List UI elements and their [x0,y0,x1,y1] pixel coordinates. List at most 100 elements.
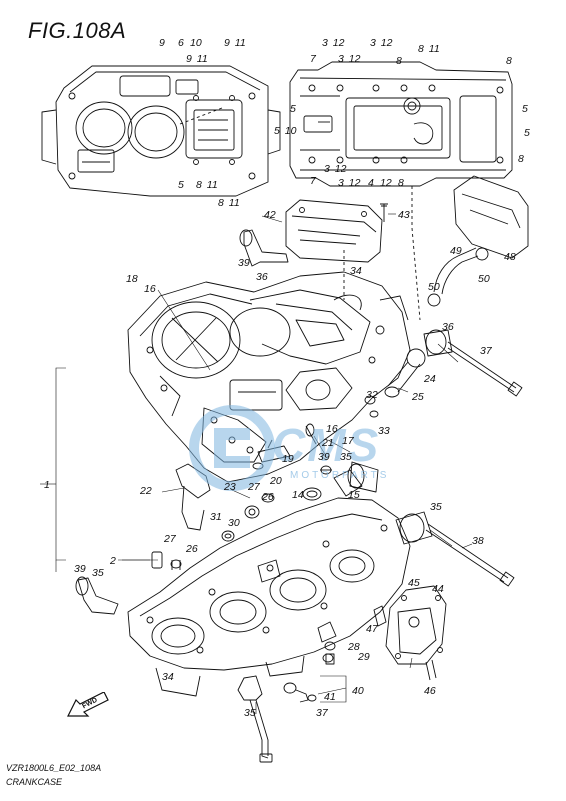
callout-23: 23 [224,481,236,493]
callout-3-12d: 3 12 [324,163,347,175]
callout-50a: 50 [478,273,490,285]
callout-16a: 16 [144,283,156,295]
callout-37b: 37 [316,707,328,719]
callout-43: 43 [398,209,410,221]
callout-36b: 36 [442,321,454,333]
watermark-logo [189,405,275,491]
callout-39b: 39 [318,451,330,463]
callout-8d: 8 [398,177,404,189]
callout-21: 21 [322,437,334,449]
callout-5b: 5 [290,103,296,115]
callout-19: 19 [282,453,294,465]
callout-28: 28 [348,641,360,653]
callout-3-12a: 3 12 [322,37,345,49]
callout-9-11b: 9 11 [186,53,208,65]
callout-14: 14 [292,489,304,501]
callout-26a: 26 [262,491,274,503]
callout-38: 38 [472,535,484,547]
callout-34a: 34 [350,265,362,277]
reference-leader-lines [179,107,421,321]
callout-8-11b: 8 11 [218,197,240,209]
watermark-brand: CMS [272,419,381,471]
callout-24: 24 [424,373,436,385]
callout-35b: 35 [430,501,442,513]
callout-37a: 37 [480,345,492,357]
lower-case-top-view [289,61,513,187]
upper-case-top-view [41,65,281,197]
clutch-side-cover [373,585,447,681]
callout-3-12b: 3 12 [338,53,361,65]
callout-9-11a: 9 11 [224,37,246,49]
callout-17: 17 [342,435,354,447]
callout-31: 31 [210,511,222,523]
callout-42: 42 [264,209,276,221]
breather-cover [285,199,388,263]
callout-5a: 5 [178,179,184,191]
figure-code: VZR1800L6_E02_108A [6,763,102,773]
callout-26b: 26 [186,543,198,555]
callout-20: 20 [270,475,282,487]
callout-5-10: 5 10 [274,125,297,137]
callout-15: 15 [348,489,360,501]
lower-crankcase [127,497,411,697]
callout-7b: 7 [310,175,316,187]
callout-44: 44 [432,583,444,595]
callout-10a: 10 [190,37,202,49]
callout-49: 49 [450,245,462,257]
callout-34b: 34 [162,671,174,683]
figure-title: FIG.108A [28,18,127,43]
callout-45: 45 [408,577,420,589]
callout-27b: 27 [164,533,176,545]
callout-41: 41 [324,691,336,703]
callout-3-12e: 3 12 [338,177,361,189]
drain-plug-and-switch [283,641,336,703]
callout-36a: 36 [256,271,268,283]
oil-jets-and-orings [151,395,379,570]
callout-22: 22 [140,485,152,497]
bearing-and-bolt-upper [239,229,523,397]
callout-5d: 5 [524,127,530,139]
callout-16b: 16 [326,423,338,435]
callout-35a: 35 [340,451,352,463]
callout-8c: 8 [518,153,524,165]
callout-3-12c: 3 12 [370,37,393,49]
bearings-lower [75,469,515,763]
callout-1: 1 [44,479,50,491]
upper-crankcase [127,271,411,483]
callout-50b: 50 [428,281,440,293]
callout-35c: 35 [92,567,104,579]
callout-39c: 39 [74,563,86,575]
callout-5c: 5 [522,103,528,115]
callout-40: 40 [352,685,364,697]
callout-18: 18 [126,273,138,285]
front-arrow-icon: FWD [66,691,110,718]
callout-29: 29 [358,651,370,663]
callout-32: 32 [366,389,378,401]
callout-8a: 8 [396,55,402,67]
callout-35d: 35 [244,707,256,719]
callout-30: 30 [228,517,240,529]
callout-2: 2 [110,555,116,567]
callout-leaders [40,213,473,714]
callout-4: 4 [368,177,374,189]
callout-8-11a: 8 11 [196,179,218,191]
breather-cover-right [427,175,529,307]
figure-name: CRANKCASE [6,777,63,787]
callout-48: 48 [504,251,516,263]
callout-39a: 39 [238,257,250,269]
callout-25: 25 [412,391,424,403]
callout-12: 12 [380,177,392,189]
callout-7a: 7 [310,53,316,65]
callout-33: 33 [378,425,390,437]
callout-47: 47 [366,623,378,635]
callout-8-11c: 8 11 [418,43,440,55]
oil-level-gauge [384,348,426,398]
callout-27a: 27 [248,481,260,493]
callout-6: 6 [178,37,184,49]
callout-9: 9 [159,37,165,49]
callout-46: 46 [424,685,436,697]
watermark-subtitle: MOTORPARTS [290,470,390,481]
callout-8b: 8 [506,55,512,67]
